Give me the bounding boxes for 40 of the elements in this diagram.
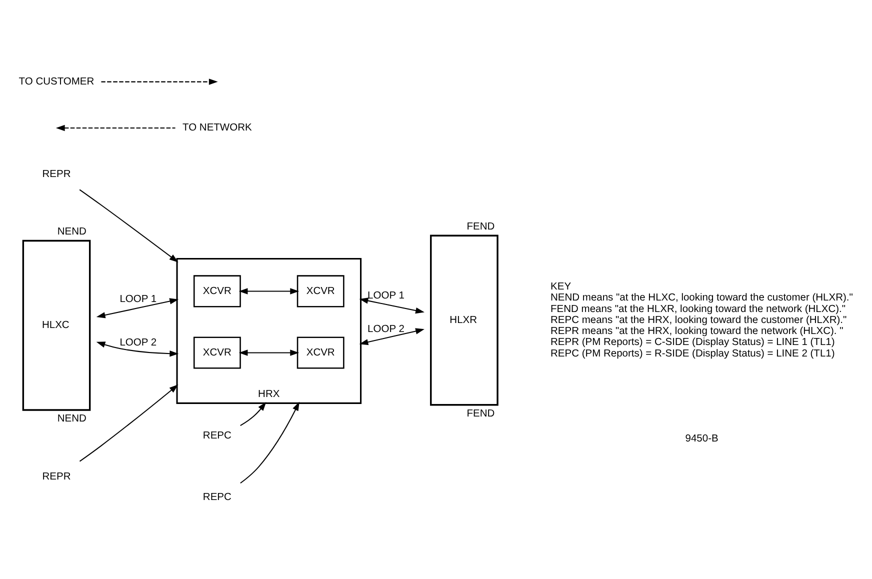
arrow [238, 288, 300, 294]
arrow [96, 342, 179, 357]
node-box: XCVR [296, 275, 344, 308]
label: REPR means "at the HRX, looking toward the network (HLXC). " [550, 326, 844, 338]
node-text: REPR [42, 168, 71, 180]
label: REPC means "at the HRX, looking toward the customer (HLXR)." [550, 314, 847, 326]
node-text: TO NETWORK [182, 122, 252, 134]
arrow [238, 350, 300, 356]
arrow [359, 328, 424, 346]
arrow [101, 78, 218, 85]
node-text: REPC [202, 430, 232, 442]
node-text: TO CUSTOMER [18, 76, 94, 88]
label: FEND means "at the HLXR, looking toward the network (HLXC)." [550, 304, 846, 315]
label: NEND means "at the HLXC, looking toward the customer (HLXR)." [550, 292, 853, 304]
node-label: FEND [466, 221, 495, 232]
label: 9450-B [685, 434, 718, 445]
arrow [359, 298, 424, 314]
node-text: REPC [202, 492, 232, 503]
label: KEY [550, 282, 572, 293]
arrow [96, 298, 179, 318]
arrow [79, 384, 178, 462]
edge-label: LOOP 1 [368, 290, 404, 302]
edge-label: LOOP 2 [120, 338, 157, 349]
arrow [240, 402, 300, 484]
arrow [79, 189, 178, 262]
node-box: HLXC [22, 240, 91, 411]
node-label: NEND [57, 414, 86, 425]
arrow [240, 402, 266, 426]
node-box: XCVR [193, 336, 241, 369]
node-text: REPR [42, 471, 71, 482]
node-box: XCVR [296, 336, 344, 369]
node-label: FEND [466, 408, 495, 420]
node-box: HLXR [430, 234, 498, 406]
node-label: NEND [57, 226, 86, 238]
label: REPR (PM Reports) = C-SIDE (Display Status) = LINE 1 (TL1) [550, 337, 835, 348]
arrow [56, 124, 176, 132]
node-box: XCVR [193, 275, 241, 308]
edge-label: LOOP 1 [120, 294, 157, 305]
edge-label: LOOP 2 [368, 324, 404, 335]
label: REPC (PM Reports) = R-SIDE (Display Status) = LINE 2 (TL1) [550, 348, 835, 360]
